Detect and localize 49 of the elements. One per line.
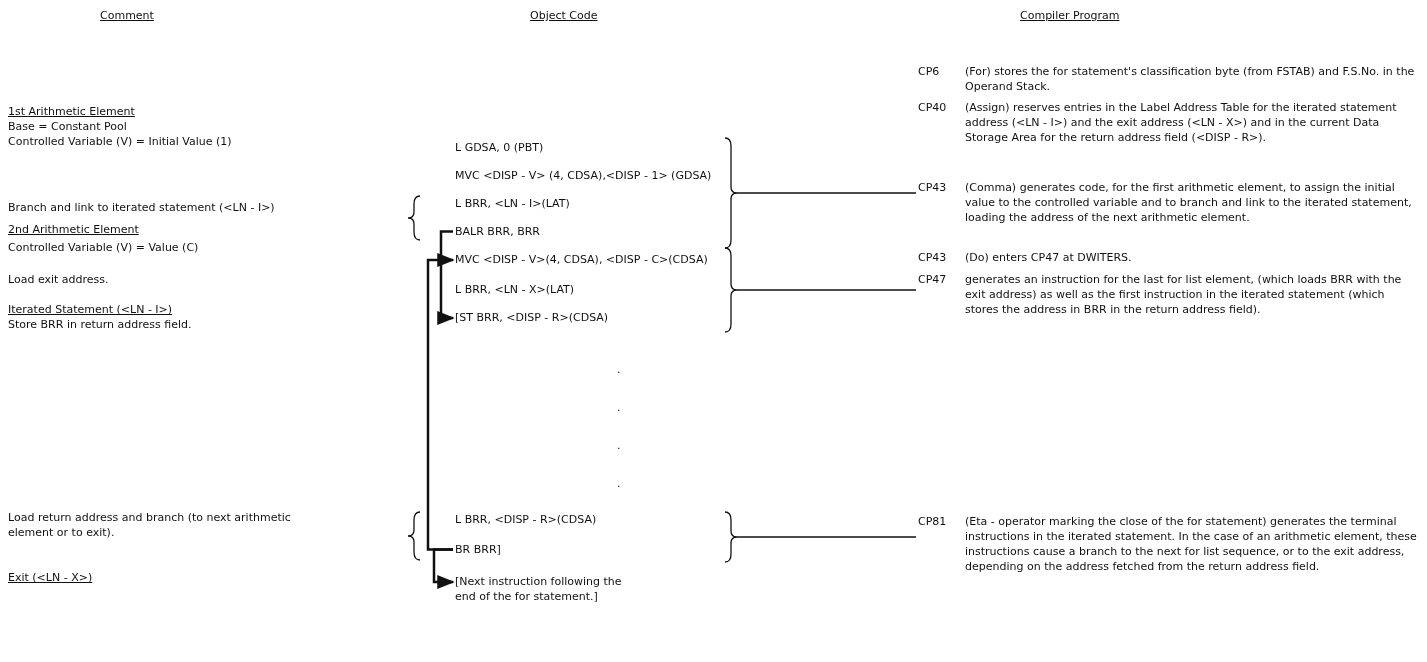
ellipsis-dot: . [617, 476, 621, 491]
description-text: generates an instruction for the last for list element, (which loads BRR with the exit address) as well as the first instruction in the iterated statement (which stores the address in BRR in the return address field). [965, 272, 1403, 317]
comment-text: Controlled Variable (V) = Value (C) [8, 240, 199, 255]
comment-text: Load exit address. [8, 272, 109, 287]
arrow [432, 548, 455, 589]
arrow [437, 230, 455, 325]
cp-number: CP81 [918, 514, 947, 529]
instruction-text: L BRR, <LN - I>(LAT) [455, 196, 570, 211]
description-text: (Assign) reserves entries in the Label Address Table for the iterated statement address (<LN - I>) and the exit address (<LN - X>) and in the current Data Storage Area for the return address field (<DISP - R>). [965, 100, 1398, 145]
comment-heading: 2nd Arithmetic Element [8, 222, 139, 237]
comment-heading: 1st Arithmetic Element [8, 104, 135, 119]
column-heading: Compiler Program [1020, 8, 1120, 23]
comment-text: Branch and link to iterated statement (<LN - I>) [8, 200, 275, 215]
cp-number: CP40 [918, 100, 947, 115]
brace [724, 137, 738, 249]
description-text: (Do) enters CP47 at DWITERS. [965, 250, 1133, 265]
instruction-text: L BRR, <DISP - R>(CDSA) [455, 512, 597, 527]
comment-text: Load return address and branch (to next arithmetic element or to exit). [8, 510, 292, 540]
column-heading: Comment [100, 8, 154, 23]
comment-text: Store BRR in return address field. [8, 317, 192, 332]
arrow [426, 253, 455, 551]
instruction-text: MVC <DISP - V> (4, CDSA),<DISP - 1> (GDSA) [455, 168, 712, 183]
ellipsis-dot: . [617, 400, 621, 415]
ellipsis-dot: . [617, 362, 621, 377]
instruction-text: BALR BRR, BRR [455, 224, 540, 239]
instruction-text: BR BRR] [455, 542, 501, 557]
instruction-text: [ST BRR, <DISP - R>(CDSA) [455, 310, 609, 325]
brace [724, 511, 738, 563]
cp-number: CP43 [918, 250, 947, 265]
cp-number: CP6 [918, 64, 940, 79]
column-heading: Object Code [530, 8, 598, 23]
comment-heading: Exit (<LN - X>) [8, 570, 93, 585]
cp-number: CP47 [918, 272, 947, 287]
instruction-text: [Next instruction following the end of the for statement.] [455, 574, 645, 604]
brace [724, 247, 738, 333]
connector-line [736, 289, 917, 291]
description-text: (Eta - operator marking the close of the for statement) generates the terminal instructions in the iterated statement. In the case of an arithmetic element, these instructions cause a branch to the next for list sequence, or to the exit address, depending on the address fetched from the return address field. [965, 514, 1418, 574]
cp-number: CP43 [918, 180, 947, 195]
comment-text: Controlled Variable (V) = Initial Value (1) [8, 134, 232, 149]
description-text: (Comma) generates code, for the first arithmetic element, to assign the initial value to the controlled variable and to branch and link to the iterated statement, loading the address of the next arithmetic element. [965, 180, 1413, 225]
instruction-text: L BRR, <LN - X>(LAT) [455, 282, 575, 297]
instruction-text: MVC <DISP - V>(4, CDSA), <DISP - C>(CDSA) [455, 252, 708, 267]
comment-heading: Iterated Statement (<LN - I>) [8, 302, 173, 317]
connector-line [736, 536, 917, 538]
connector-line [736, 192, 917, 194]
instruction-text: L GDSA, 0 (PBT) [455, 140, 544, 155]
description-text: (For) stores the for statement's classification byte (from FSTAB) and F.S.No. in the Operand Stack. [965, 64, 1415, 94]
ellipsis-dot: . [617, 438, 621, 453]
comment-text: Base = Constant Pool [8, 119, 127, 134]
